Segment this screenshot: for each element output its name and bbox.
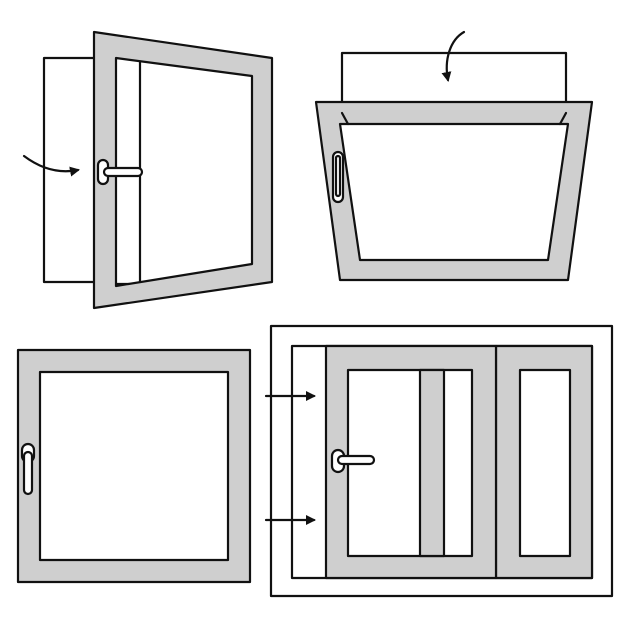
turn-open-window <box>22 30 274 310</box>
tilt-open-inner-edge-right <box>558 111 568 126</box>
tilt-open-sash-frame <box>314 100 594 282</box>
tilt-open-inner-edge-left <box>340 111 350 126</box>
tilt-open-handle-icon <box>331 150 345 204</box>
tilt-open-arrow-icon <box>441 30 466 82</box>
turn-open-handle-icon <box>96 158 144 186</box>
sliding-middle-bar <box>418 368 446 558</box>
turn-open-arrow-icon <box>22 154 80 177</box>
fixed-closed-frame <box>16 348 252 584</box>
turn-open-sash-frame <box>92 30 274 310</box>
fixed-closed-window <box>16 348 252 584</box>
sliding-handle-icon <box>330 448 376 474</box>
tilt-open-window <box>314 30 594 282</box>
sliding-window <box>264 324 614 598</box>
fixed-closed-handle-icon <box>20 442 36 496</box>
